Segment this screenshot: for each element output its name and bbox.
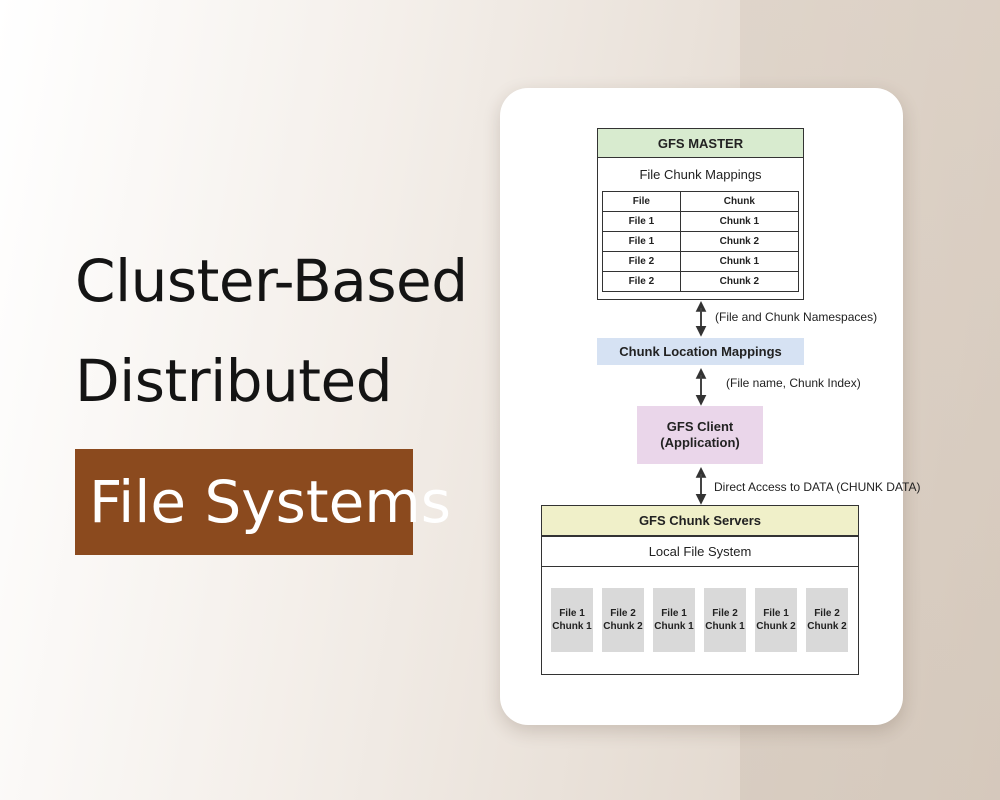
file-chunk-mappings-label: File Chunk Mappings bbox=[639, 166, 762, 182]
table-cell: Chunk 2 bbox=[679, 231, 800, 252]
chunk-id-label: Chunk 2 bbox=[807, 621, 847, 632]
chunk-id-label: Chunk 1 bbox=[654, 621, 694, 632]
table-header-cell: Chunk bbox=[679, 191, 800, 212]
table-cell: Chunk 1 bbox=[679, 211, 800, 232]
namespaces-label: (File and Chunk Namespaces) bbox=[715, 310, 878, 324]
local-file-system-label: Local File System bbox=[541, 536, 859, 567]
chunk-file-label: File 2 bbox=[610, 607, 636, 619]
table-cell: File 2 bbox=[602, 251, 681, 272]
chunk-location-mappings-box: Chunk Location Mappings bbox=[597, 338, 804, 365]
gfs-chunk-servers-header: GFS Chunk Servers bbox=[541, 505, 859, 536]
chunk-block: File 1 Chunk 1 bbox=[551, 588, 593, 652]
file-name-chunk-index-label: (File name, Chunk Index) bbox=[726, 376, 861, 390]
bidirectional-arrow-icon: ▲ ▼ bbox=[695, 298, 707, 339]
title-line-2: Distributed bbox=[75, 347, 393, 415]
direct-access-label: Direct Access to DATA (CHUNK DATA) bbox=[714, 480, 921, 494]
title-highlight-text: File Systems bbox=[89, 468, 451, 536]
title-line-1: Cluster-Based bbox=[75, 247, 468, 315]
chunk-file-label: File 1 bbox=[763, 607, 789, 619]
title-highlight: File Systems bbox=[75, 449, 451, 555]
chunk-file-label: File 2 bbox=[712, 607, 738, 619]
chunk-block: File 2 Chunk 1 bbox=[704, 588, 746, 652]
chunk-block: File 1 Chunk 2 bbox=[755, 588, 797, 652]
gfs-client-box: GFS Client (Application) bbox=[637, 406, 763, 464]
table-row: File 1 Chunk 2 bbox=[602, 231, 800, 252]
chunk-id-label: Chunk 2 bbox=[756, 621, 796, 632]
table-cell: File 1 bbox=[602, 231, 681, 252]
chunk-block: File 1 Chunk 1 bbox=[653, 588, 695, 652]
bidirectional-arrow-icon: ▲ ▼ bbox=[695, 464, 707, 507]
table-cell: Chunk 1 bbox=[679, 251, 800, 272]
gfs-master-header: GFS MASTER bbox=[597, 128, 804, 158]
gfs-client-label: GFS Client bbox=[666, 418, 734, 434]
table-row: File 2 Chunk 1 bbox=[602, 251, 800, 272]
table-header-row: File Chunk bbox=[602, 191, 800, 212]
file-chunk-table: File Chunk File 1 Chunk 1 File 1 Chunk 2… bbox=[602, 191, 800, 292]
bidirectional-arrow-icon: ▲ ▼ bbox=[695, 365, 707, 408]
chunk-file-label: File 1 bbox=[661, 607, 687, 619]
chunk-block: File 2 Chunk 2 bbox=[806, 588, 848, 652]
application-label: (Application) bbox=[660, 435, 740, 450]
chunk-file-label: File 2 bbox=[814, 607, 840, 619]
table-cell: File 2 bbox=[602, 271, 681, 292]
table-cell: Chunk 2 bbox=[679, 271, 800, 292]
chunk-id-label: Chunk 1 bbox=[705, 621, 745, 632]
table-header-cell: File bbox=[602, 191, 681, 212]
chunk-id-label: Chunk 2 bbox=[603, 621, 643, 632]
table-row: File 1 Chunk 1 bbox=[602, 211, 800, 232]
chunk-file-label: File 1 bbox=[559, 607, 585, 619]
table-row: File 2 Chunk 2 bbox=[602, 271, 800, 292]
chunk-id-label: Chunk 1 bbox=[552, 621, 592, 632]
chunk-block: File 2 Chunk 2 bbox=[602, 588, 644, 652]
table-cell: File 1 bbox=[602, 211, 681, 232]
